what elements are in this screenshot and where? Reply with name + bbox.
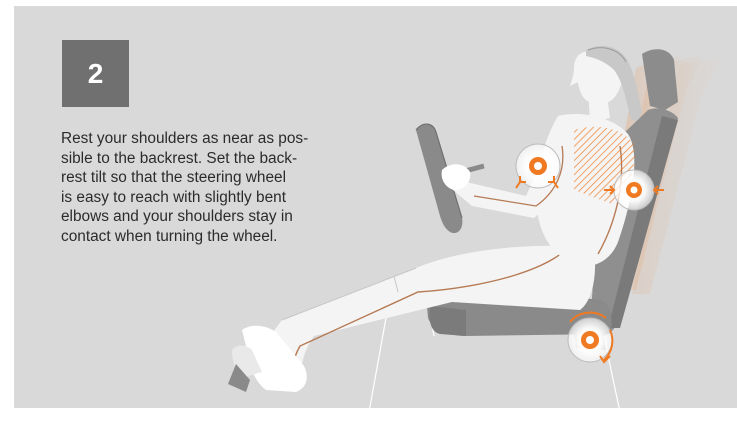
seat-adjustment-illustration bbox=[14, 6, 737, 408]
instruction-panel: 2 Rest your shoulders as near as pos- si… bbox=[14, 6, 737, 408]
adjustment-marker-icon bbox=[516, 144, 560, 188]
